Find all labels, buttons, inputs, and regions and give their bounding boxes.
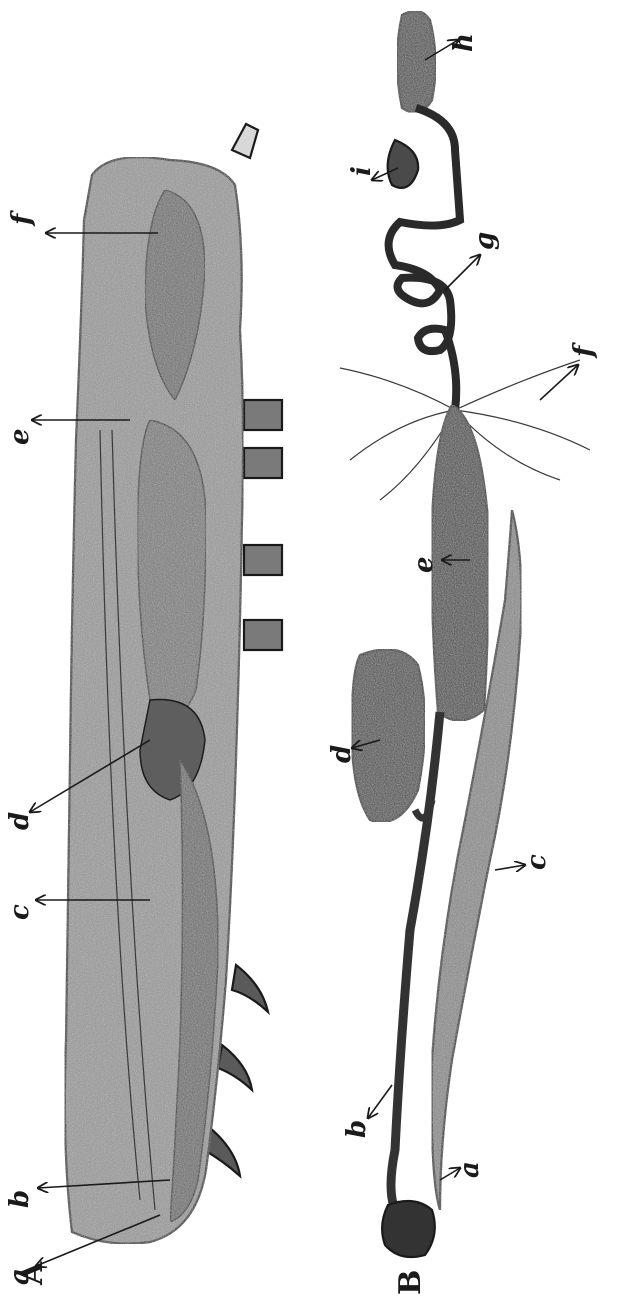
organ-i — [388, 140, 418, 188]
organ-d — [352, 649, 425, 822]
central-gut — [138, 420, 207, 718]
label-a-e: e — [5, 428, 35, 445]
figure-a: f e d c b a A — [5, 124, 282, 1286]
organ-h — [397, 11, 436, 113]
label-a-b: b — [5, 1190, 35, 1208]
label-b-f: f — [569, 342, 599, 359]
label-b-c: c — [522, 854, 552, 870]
organ-e — [432, 405, 489, 721]
label-b-b: b — [342, 1120, 372, 1138]
label-b-a: a — [455, 1161, 485, 1178]
label-b-i: i — [347, 166, 377, 176]
basal-bulb — [382, 1201, 435, 1257]
label-a-d: d — [5, 812, 35, 830]
label-b-h: h — [449, 33, 479, 52]
label-a-f: f — [7, 210, 37, 227]
figure-b: h i g f e d c b a B — [327, 11, 599, 1295]
label-b-d: d — [327, 745, 357, 763]
label-b-e: e — [409, 556, 439, 573]
label-b-g: g — [470, 232, 500, 250]
figure-b-caption: B — [393, 1270, 428, 1295]
figure-a-caption: A — [15, 1261, 50, 1286]
label-a-c: c — [5, 904, 35, 920]
